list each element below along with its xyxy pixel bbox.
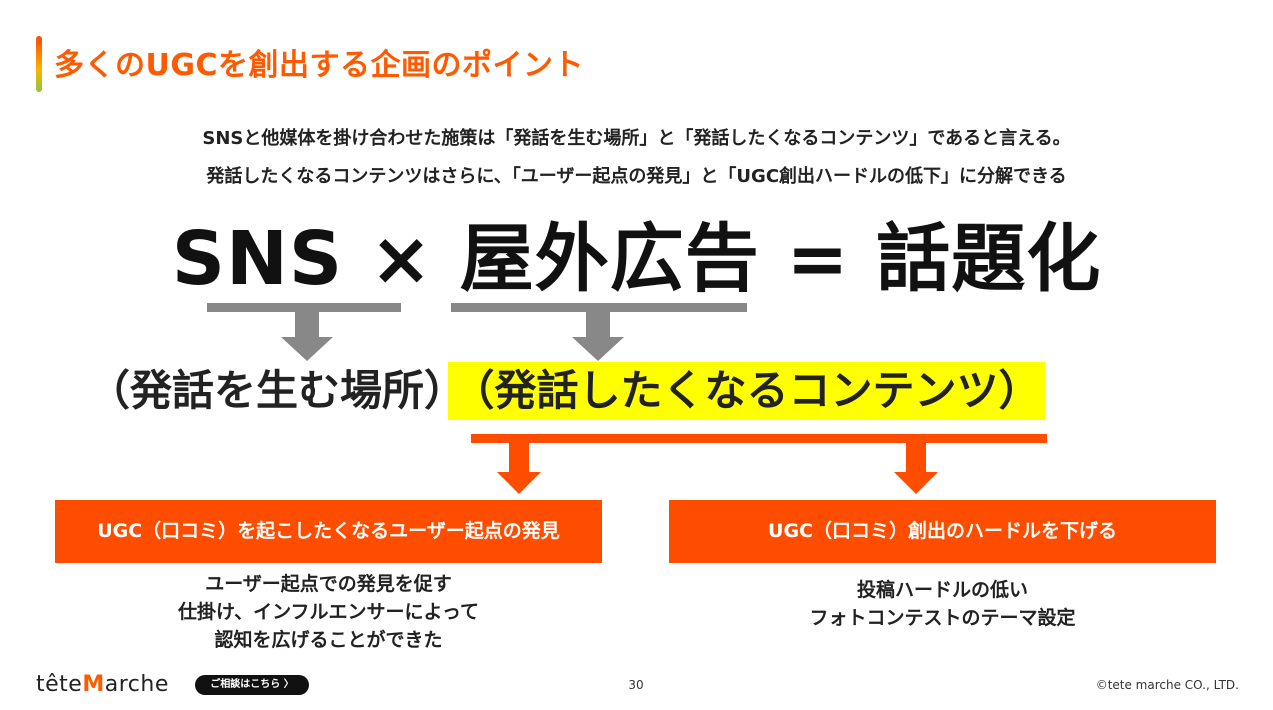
box-user-discovery: UGC（口コミ）を起こしたくなるユーザー起点の発見 bbox=[55, 500, 602, 563]
bracket-stem-left bbox=[509, 443, 529, 473]
logo-m-mark: M bbox=[82, 672, 105, 697]
slide-title: 多くのUGCを創出する企画のポイント bbox=[54, 48, 585, 83]
title-accent-bar bbox=[36, 36, 42, 92]
consult-button[interactable]: ご相談はこちら 〉 bbox=[195, 675, 309, 695]
copyright: ©tete marche CO., LTD. bbox=[1095, 678, 1239, 692]
bracket-stem-right bbox=[906, 443, 926, 473]
arrow-stem-left bbox=[295, 312, 319, 338]
page-number: 30 bbox=[628, 678, 644, 692]
arrow-down-icon bbox=[572, 337, 624, 361]
intro-line-1: SNSと他媒体を掛け合わせた施策は「発話を生む場所」と「発話したくなるコンテンツ… bbox=[202, 128, 1071, 149]
underline-sns bbox=[207, 303, 401, 312]
logo-text-post: arche bbox=[104, 672, 169, 697]
underline-ooh bbox=[451, 303, 747, 312]
desc-right-line: 投稿ハードルの低い bbox=[856, 579, 1028, 601]
label-place: （発話を生む場所） bbox=[88, 366, 467, 415]
desc-right-line: フォトコンテストのテーマ設定 bbox=[809, 607, 1076, 629]
equation-headline: SNS × 屋外広告 = 話題化 bbox=[171, 216, 1102, 302]
arrow-down-icon bbox=[894, 472, 938, 494]
desc-left-line: ユーザー起点での発見を促す bbox=[205, 573, 452, 595]
logo-text-pre: tête bbox=[36, 672, 83, 697]
desc-right: 投稿ハードルの低い フォトコンテストのテーマ設定 bbox=[669, 576, 1216, 632]
box-lower-hurdle: UGC（口コミ）創出のハードルを下げる bbox=[669, 500, 1216, 563]
arrow-stem-right bbox=[586, 312, 610, 338]
arrow-down-icon bbox=[497, 472, 541, 494]
bracket-bar bbox=[471, 434, 1047, 443]
desc-left-line: 認知を広げることができた bbox=[214, 629, 443, 651]
arrow-down-icon bbox=[281, 337, 333, 361]
label-content-highlight: （発話したくなるコンテンツ） bbox=[448, 362, 1045, 420]
desc-left: ユーザー起点での発見を促す 仕掛け、インフルエンサーによって 認知を広げることが… bbox=[55, 570, 602, 654]
company-logo: têteMarche bbox=[36, 672, 169, 697]
desc-left-line: 仕掛け、インフルエンサーによって bbox=[178, 601, 479, 623]
intro-line-2: 発話したくなるコンテンツはさらに、「ユーザー起点の発見」と「UGC創出ハードルの… bbox=[206, 166, 1067, 187]
